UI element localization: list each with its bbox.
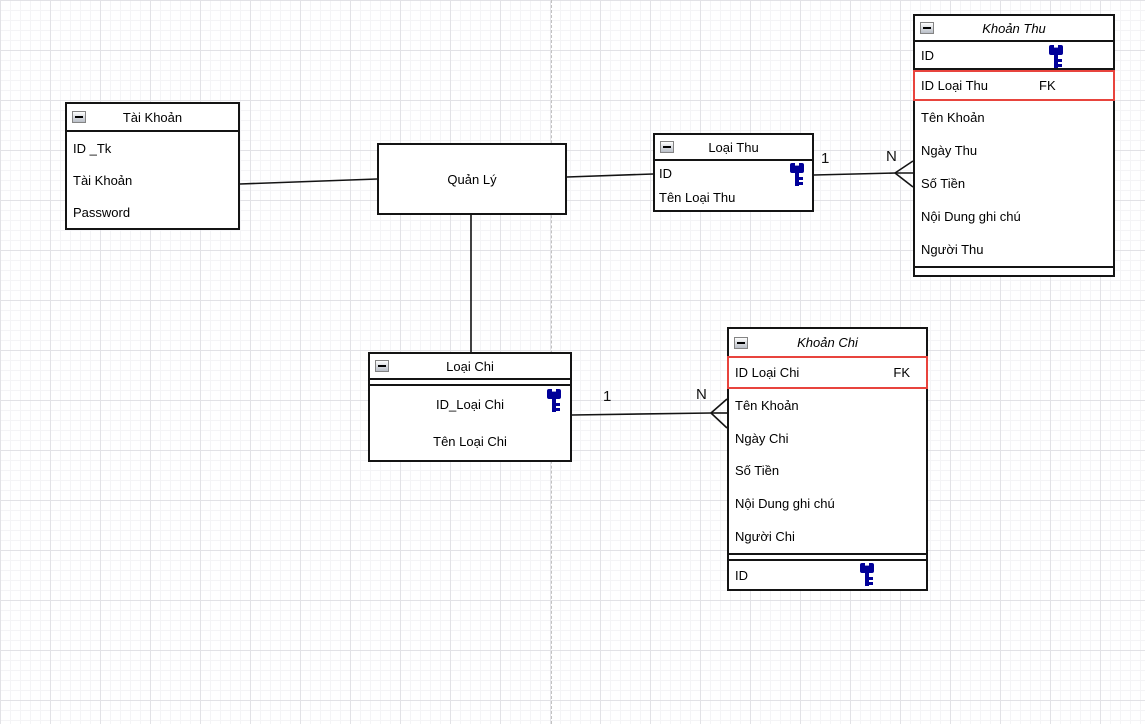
entity-title: Khoản Chi: [797, 335, 858, 350]
edge-loaithu-khoanthu: [813, 172, 896, 176]
field-row: Tài Khoản: [73, 172, 133, 188]
primary-key-row: ID: [915, 42, 1113, 70]
field-row: Nội Dung ghi chú: [735, 496, 835, 512]
entity-loai-chi[interactable]: Loại Chi ID_Loại Chi Tên Loại Chi: [368, 352, 572, 462]
entity-header: Loại Chi: [370, 354, 570, 380]
primary-key-row: ID: [729, 561, 926, 589]
entity-title: Quản Lý: [447, 171, 497, 187]
edge-taikhoan-quanly: [239, 178, 378, 185]
field-row: Ngày Thu: [921, 143, 978, 158]
field-row: Tên Loại Chi: [433, 434, 507, 449]
crows-foot-top: [894, 160, 914, 174]
cardinality-label-one: 1: [603, 388, 612, 405]
fk-tag: FK: [1039, 78, 1056, 93]
collapse-icon[interactable]: [72, 111, 86, 123]
entity-footer: [915, 266, 1113, 275]
entity-header: Tài Khoản: [67, 104, 238, 132]
section-separator: [729, 553, 926, 561]
edge-quanly-loaithu: [566, 173, 654, 178]
cardinality-label-one: 1: [821, 150, 830, 167]
entity-khoan-thu[interactable]: Khoản Thu ID ID Loại Thu FK Tên Khoản Ng…: [913, 14, 1115, 277]
collapse-icon[interactable]: [660, 141, 674, 153]
entity-title: Khoản Thu: [982, 20, 1046, 36]
crows-foot-top: [710, 398, 728, 414]
field-row: Nội Dung ghi chú: [921, 209, 1021, 224]
entity-quan-ly[interactable]: Quản Lý: [377, 143, 567, 215]
entity-loai-thu[interactable]: Loại Thu ID Tên Loại Thu: [653, 133, 814, 212]
entity-title: Tài Khoản: [122, 109, 183, 125]
collapse-icon[interactable]: [375, 360, 389, 372]
entity-header: Loại Thu: [655, 135, 812, 161]
edge-loaichi-khoanchi: [571, 412, 712, 416]
field-row: Người Thu: [921, 242, 984, 257]
fk-tag: FK: [893, 365, 910, 380]
cardinality-label-many: N: [886, 148, 897, 165]
crows-foot-bottom: [894, 172, 914, 188]
field-row: Ngày Chi: [735, 430, 789, 446]
field-row: ID _Tk: [73, 140, 112, 156]
entity-header: Khoản Chi: [729, 329, 926, 356]
field-row: Số Tiền: [921, 176, 966, 191]
field-label: ID Loại Chi: [735, 365, 800, 380]
field-row: Tên Khoản: [921, 110, 985, 125]
foreign-key-row: ID Loại Thu FK: [913, 70, 1115, 101]
foreign-key-row: ID Loại Chi FK: [727, 356, 928, 389]
field-row: ID: [659, 165, 672, 181]
field-row: Password: [73, 204, 131, 220]
field-label: ID Loại Thu: [921, 78, 988, 93]
entity-tai-khoan[interactable]: Tài Khoản ID _Tk Tài Khoản Password: [65, 102, 240, 230]
collapse-icon[interactable]: [920, 22, 934, 34]
entity-title: Loại Chi: [446, 358, 494, 374]
field-row: ID_Loại Chi: [436, 397, 504, 412]
entity-khoan-chi[interactable]: Khoản Chi ID Loại Chi FK Tên Khoản Ngày …: [727, 327, 928, 591]
entity-title: Loại Thu: [708, 139, 759, 155]
primary-key-icon: [860, 563, 874, 586]
primary-key-icon: [1049, 45, 1063, 68]
crows-foot-bottom: [710, 412, 728, 429]
field-label: ID: [735, 567, 748, 583]
cardinality-label-many: N: [696, 386, 707, 403]
field-row: Tên Khoản: [735, 397, 799, 413]
field-row: Số Tiền: [735, 463, 780, 479]
field-row: Tên Loại Thu: [659, 190, 736, 206]
field-label: ID: [921, 47, 934, 63]
field-row: Người Chi: [735, 529, 795, 545]
collapse-icon[interactable]: [734, 336, 748, 349]
spacer-row: [370, 380, 570, 386]
entity-header: Khoản Thu: [915, 16, 1113, 42]
